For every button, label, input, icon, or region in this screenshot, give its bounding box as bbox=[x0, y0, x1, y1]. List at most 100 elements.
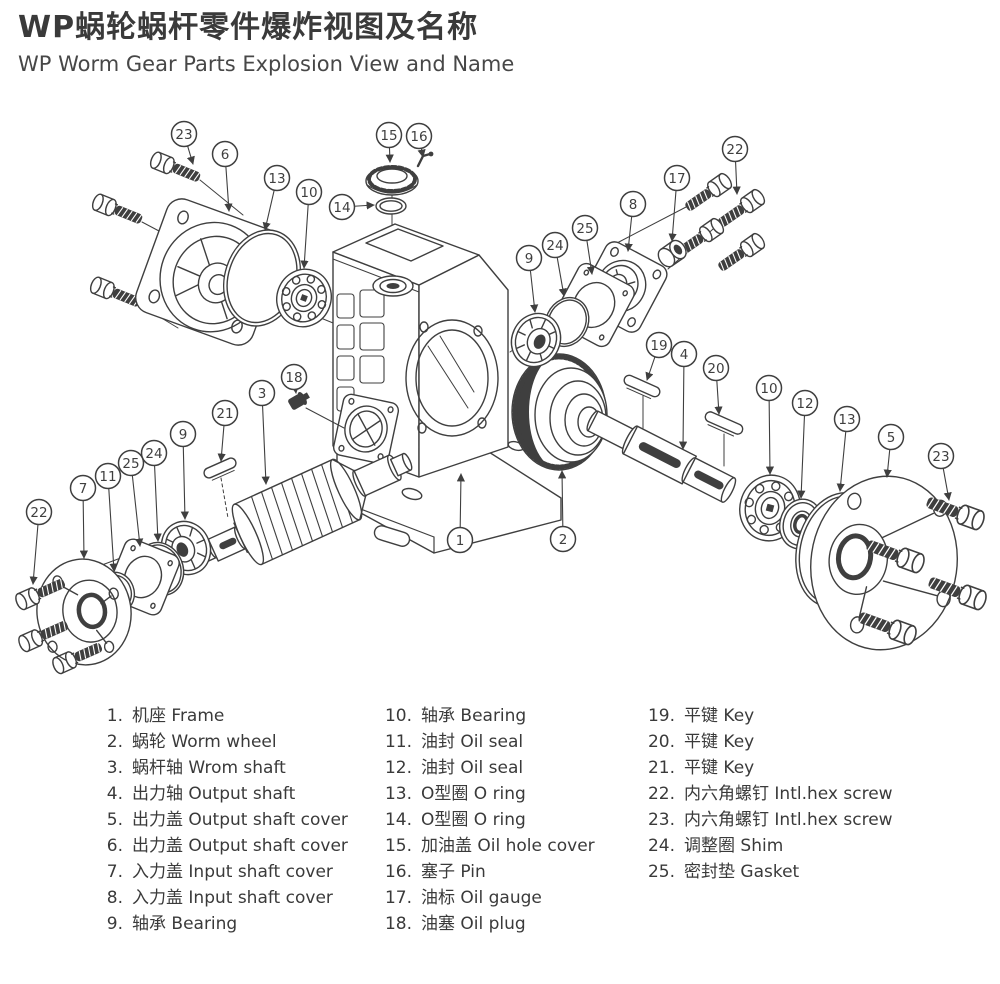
balloon-3: 3 bbox=[248, 379, 276, 485]
part-list-item: 19.平键 Key bbox=[646, 703, 893, 729]
oil-hole-cover bbox=[365, 165, 419, 196]
part-list-item: 17.油标 Oil gauge bbox=[383, 885, 595, 911]
part-name: 蜗杆轴 Wrom shaft bbox=[132, 758, 286, 778]
svg-text:18: 18 bbox=[285, 370, 302, 386]
part-name: 平键 Key bbox=[684, 732, 755, 752]
balloon-16: 16 bbox=[405, 122, 433, 158]
balloon-13: 13 bbox=[833, 405, 861, 492]
part-list-item: 13.O型圈 O ring bbox=[383, 781, 595, 807]
part-name: 蜗轮 Worm wheel bbox=[132, 732, 277, 752]
balloon-17: 17 bbox=[663, 164, 691, 242]
part-list-item: 23. 内六角螺钉 Intl.hex screw bbox=[646, 807, 893, 833]
svg-text:4: 4 bbox=[680, 347, 689, 363]
part-name: 油标 Oil gauge bbox=[421, 888, 542, 908]
balloon-5: 5 bbox=[877, 423, 905, 478]
svg-text:13: 13 bbox=[268, 171, 285, 187]
part-list-item: 16. 塞子 Pin bbox=[383, 859, 595, 885]
key-20 bbox=[704, 411, 744, 467]
svg-text:9: 9 bbox=[179, 427, 188, 443]
page-subtitle: WP Worm Gear Parts Explosion View and Na… bbox=[18, 52, 515, 76]
o-ring-14 bbox=[375, 197, 407, 215]
key-19 bbox=[623, 374, 661, 429]
part-name: 加油盖 Oil hole cover bbox=[421, 836, 595, 856]
part-list-item: 21.平键 Key bbox=[646, 755, 893, 781]
balloon-24: 24 bbox=[541, 231, 569, 297]
bearing-10-left bbox=[276, 268, 332, 328]
balloon-15: 15 bbox=[375, 121, 403, 163]
balloon-23: 23 bbox=[170, 120, 198, 165]
worm-wheel bbox=[511, 353, 608, 471]
bearing-9-right bbox=[510, 312, 562, 368]
balloon-2: 2 bbox=[549, 470, 577, 553]
part-number: 11. bbox=[384, 732, 412, 752]
svg-text:14: 14 bbox=[333, 200, 350, 216]
housing-input-boss bbox=[332, 393, 400, 465]
balloon-24: 24 bbox=[140, 439, 168, 542]
part-name: 出力盖 Output shaft cover bbox=[132, 836, 348, 856]
part-number: 15. bbox=[384, 836, 412, 856]
part-name: 密封垫 Gasket bbox=[684, 862, 800, 882]
key-21 bbox=[203, 457, 237, 519]
svg-text:10: 10 bbox=[760, 381, 777, 397]
part-list-item: 6. 出力盖 Output shaft cover bbox=[103, 833, 348, 859]
part-list-item: 12.油封 Oil seal bbox=[383, 755, 595, 781]
balloon-22: 22 bbox=[25, 498, 53, 585]
part-list-item: 22. 内六角螺钉 Intl.hex screw bbox=[646, 781, 893, 807]
part-name: 内六角螺钉 Intl.hex screw bbox=[684, 784, 893, 804]
part-list-item: 15. 加油盖 Oil hole cover bbox=[383, 833, 595, 859]
svg-text:2: 2 bbox=[559, 532, 568, 548]
svg-text:13: 13 bbox=[838, 412, 855, 428]
balloon-19: 19 bbox=[645, 331, 673, 381]
svg-text:9: 9 bbox=[525, 251, 534, 267]
svg-text:1: 1 bbox=[456, 533, 465, 549]
screws-22-right bbox=[673, 170, 768, 276]
balloon-7: 7 bbox=[69, 474, 97, 559]
part-name: 轴承 Bearing bbox=[132, 914, 238, 934]
part-name: 平键 Key bbox=[684, 758, 755, 778]
svg-text:23: 23 bbox=[175, 127, 192, 143]
svg-text:3: 3 bbox=[258, 386, 267, 402]
part-number: 18. bbox=[384, 914, 412, 934]
part-number: 22. bbox=[647, 784, 675, 804]
part-list-item: 25.密封垫 Gasket bbox=[646, 859, 893, 885]
part-number: 16. bbox=[384, 862, 412, 882]
part-name: 塞子 Pin bbox=[421, 862, 486, 882]
part-number: 7. bbox=[106, 862, 123, 882]
part-number: 3. bbox=[106, 758, 123, 778]
balloon-6: 6 bbox=[211, 140, 239, 212]
part-name: 平键 Key bbox=[684, 706, 755, 726]
svg-text:25: 25 bbox=[576, 221, 593, 237]
balloon-18: 18 bbox=[280, 363, 308, 394]
oil-fill-boss bbox=[372, 275, 414, 297]
part-number: 8. bbox=[106, 888, 123, 908]
part-number: 24. bbox=[647, 836, 675, 856]
balloon-20: 20 bbox=[702, 354, 730, 415]
svg-text:22: 22 bbox=[30, 505, 47, 521]
header: WP蜗轮蜗杆零件爆炸视图及名称 WP Worm Gear Parts Explo… bbox=[18, 10, 514, 76]
svg-text:7: 7 bbox=[79, 481, 88, 497]
part-number: 5. bbox=[106, 810, 123, 830]
part-name: O型圈 O ring bbox=[421, 810, 526, 830]
output-shaft bbox=[586, 410, 737, 503]
svg-text:15: 15 bbox=[380, 128, 397, 144]
part-name: 出力轴 Output shaft bbox=[132, 784, 296, 804]
part-list-item: 2.蜗轮 Worm wheel bbox=[103, 729, 348, 755]
balloon-1: 1 bbox=[446, 473, 474, 554]
svg-text:10: 10 bbox=[300, 185, 317, 201]
part-name: 内六角螺钉 Intl.hex screw bbox=[684, 810, 893, 830]
balloon-25: 25 bbox=[117, 449, 145, 547]
part-list-item: 8.入力盖 Input shaft cover bbox=[103, 885, 348, 911]
part-list-item: 9.轴承 Bearing bbox=[103, 911, 348, 937]
part-number: 6. bbox=[106, 836, 123, 856]
balloon-10: 10 bbox=[755, 374, 783, 475]
part-number: 23. bbox=[647, 810, 675, 830]
svg-text:5: 5 bbox=[887, 430, 896, 446]
part-list-item: 18.油塞 Oil plug bbox=[383, 911, 595, 937]
balloon-25: 25 bbox=[571, 214, 599, 275]
balloon-10: 10 bbox=[295, 178, 323, 269]
svg-text:11: 11 bbox=[99, 469, 116, 485]
